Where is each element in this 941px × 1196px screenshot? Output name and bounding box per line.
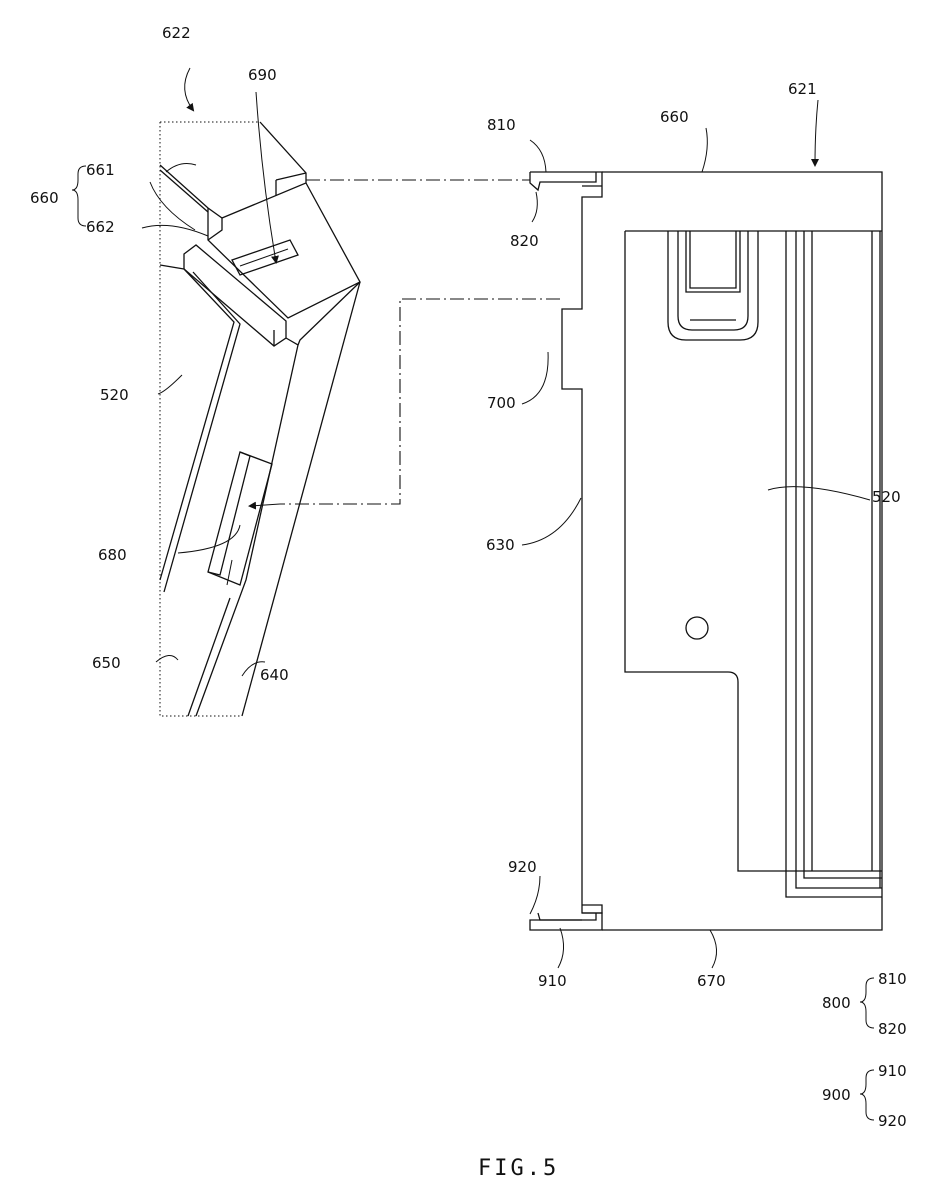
- outer-profile: [530, 172, 602, 930]
- wall-650: [160, 265, 234, 580]
- label-680: 680: [98, 546, 127, 564]
- label-690: 690: [248, 66, 277, 84]
- label-700: 700: [487, 394, 516, 412]
- label-662: 662: [86, 218, 115, 236]
- connection-lines: [280, 180, 560, 504]
- rail: [786, 231, 882, 897]
- block-661: [160, 122, 306, 218]
- label-660-right: 660: [660, 108, 689, 126]
- label-520-right: 520: [872, 488, 901, 506]
- label-810-key: 810: [878, 970, 907, 988]
- label-810-top: 810: [487, 116, 516, 134]
- label-800: 800: [822, 994, 851, 1012]
- leader-lines: [72, 100, 874, 1120]
- label-920-bottom: 920: [508, 858, 537, 876]
- recess-680: [208, 452, 272, 585]
- label-820-key: 820: [878, 1020, 907, 1038]
- label-520-left: 520: [100, 386, 129, 404]
- left-perspective-view: [160, 68, 360, 716]
- label-820-top: 820: [510, 232, 539, 250]
- view-boundary: [160, 122, 260, 716]
- step-662: [184, 245, 286, 346]
- label-670: 670: [697, 972, 726, 990]
- label-640: 640: [260, 666, 289, 684]
- label-910-bottom: 910: [538, 972, 567, 990]
- figure-caption: FIG.5: [478, 1156, 559, 1181]
- label-622: 622: [162, 24, 191, 42]
- right-front-view: [530, 172, 882, 930]
- label-910-key: 910: [878, 1062, 907, 1080]
- label-650: 650: [92, 654, 121, 672]
- handle-slot: [668, 231, 758, 340]
- label-660-left: 660: [30, 189, 59, 207]
- label-661: 661: [86, 161, 115, 179]
- label-900: 900: [822, 1086, 851, 1104]
- panel-520: [625, 231, 882, 871]
- label-920-key: 920: [878, 1112, 907, 1130]
- wall-640: [196, 338, 298, 716]
- label-621: 621: [788, 80, 817, 98]
- latch-810: [530, 172, 596, 190]
- label-630: 630: [486, 536, 515, 554]
- latch-910: [538, 913, 596, 920]
- mounting-hole: [686, 617, 708, 639]
